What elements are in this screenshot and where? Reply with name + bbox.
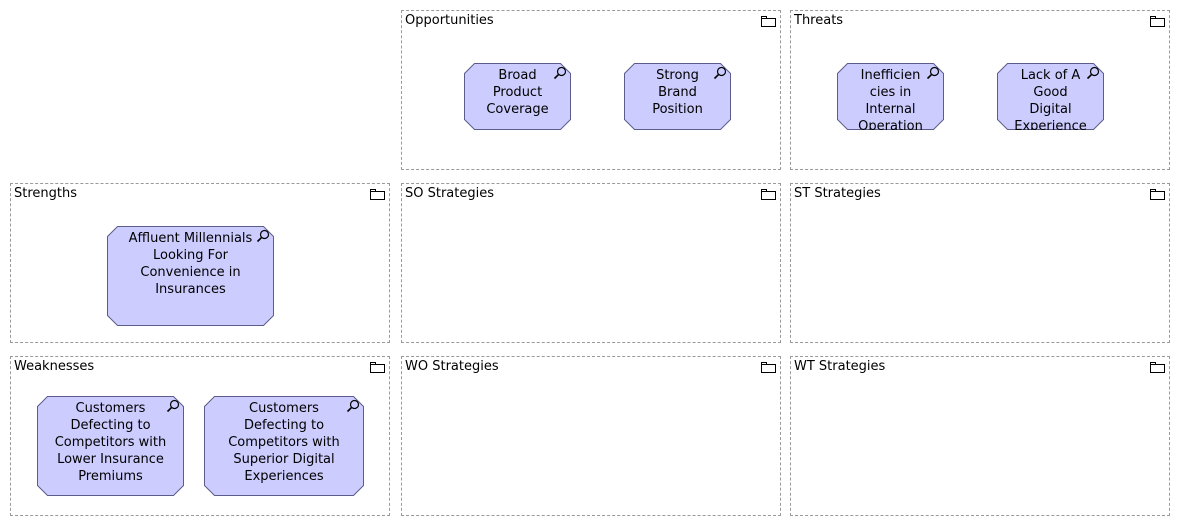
element-shape [37, 396, 184, 496]
element-shape [204, 396, 364, 496]
magnifier-icon [1086, 66, 1100, 80]
element-shape [837, 63, 944, 130]
group-so-strategies[interactable]: SO Strategies [401, 183, 781, 343]
element-shape [624, 63, 731, 130]
magnifier-icon [553, 66, 567, 80]
folder-icon [370, 189, 385, 200]
group-title: Threats [794, 13, 844, 28]
magnifier-icon [346, 399, 360, 413]
group-title: Strengths [14, 186, 78, 201]
folder-icon [1150, 189, 1165, 200]
folder-icon [1150, 16, 1165, 27]
element-shape [107, 226, 274, 326]
group-wt-strategies[interactable]: WT Strategies [790, 356, 1170, 516]
folder-icon [370, 362, 385, 373]
folder-icon [1150, 362, 1165, 373]
group-title: SO Strategies [405, 186, 495, 201]
element-shape [997, 63, 1104, 130]
magnifier-icon [256, 229, 270, 243]
element-broad-product-coverage[interactable]: Broad Product Coverage [464, 63, 571, 130]
element-label: Strong Brand Position [652, 68, 703, 117]
element-affluent-millennials[interactable]: Affluent Millennials Looking For Conveni… [107, 226, 274, 326]
group-wo-strategies[interactable]: WO Strategies [401, 356, 781, 516]
element-inefficiencies-internal-operation[interactable]: Inefficien cies in Internal Operation [837, 63, 944, 130]
element-label: Broad Product Coverage [486, 68, 549, 117]
folder-icon [761, 189, 776, 200]
group-title: WO Strategies [405, 359, 499, 374]
magnifier-icon [713, 66, 727, 80]
element-lack-good-digital-experience[interactable]: Lack of A Good Digital Experience [997, 63, 1104, 130]
element-defecting-superior-digital[interactable]: Customers Defecting to Competitors with … [204, 396, 364, 496]
magnifier-icon [166, 399, 180, 413]
group-title: ST Strategies [794, 186, 881, 201]
folder-icon [761, 362, 776, 373]
magnifier-icon [926, 66, 940, 80]
element-label: Customers Defecting to Competitors with … [54, 401, 167, 484]
group-title: Weaknesses [14, 359, 95, 374]
element-label: Inefficien cies in Internal Operation [858, 68, 923, 130]
element-defecting-lower-premiums[interactable]: Customers Defecting to Competitors with … [37, 396, 184, 496]
element-strong-brand-position[interactable]: Strong Brand Position [624, 63, 731, 130]
element-shape [464, 63, 571, 130]
element-label: Affluent Millennials Looking For Conveni… [128, 231, 253, 297]
element-label: Lack of A Good Digital Experience [1014, 68, 1087, 130]
group-title: WT Strategies [794, 359, 886, 374]
group-st-strategies[interactable]: ST Strategies [790, 183, 1170, 343]
folder-icon [761, 16, 776, 27]
element-label: Customers Defecting to Competitors with … [228, 401, 340, 484]
group-title: Opportunities [405, 13, 494, 28]
